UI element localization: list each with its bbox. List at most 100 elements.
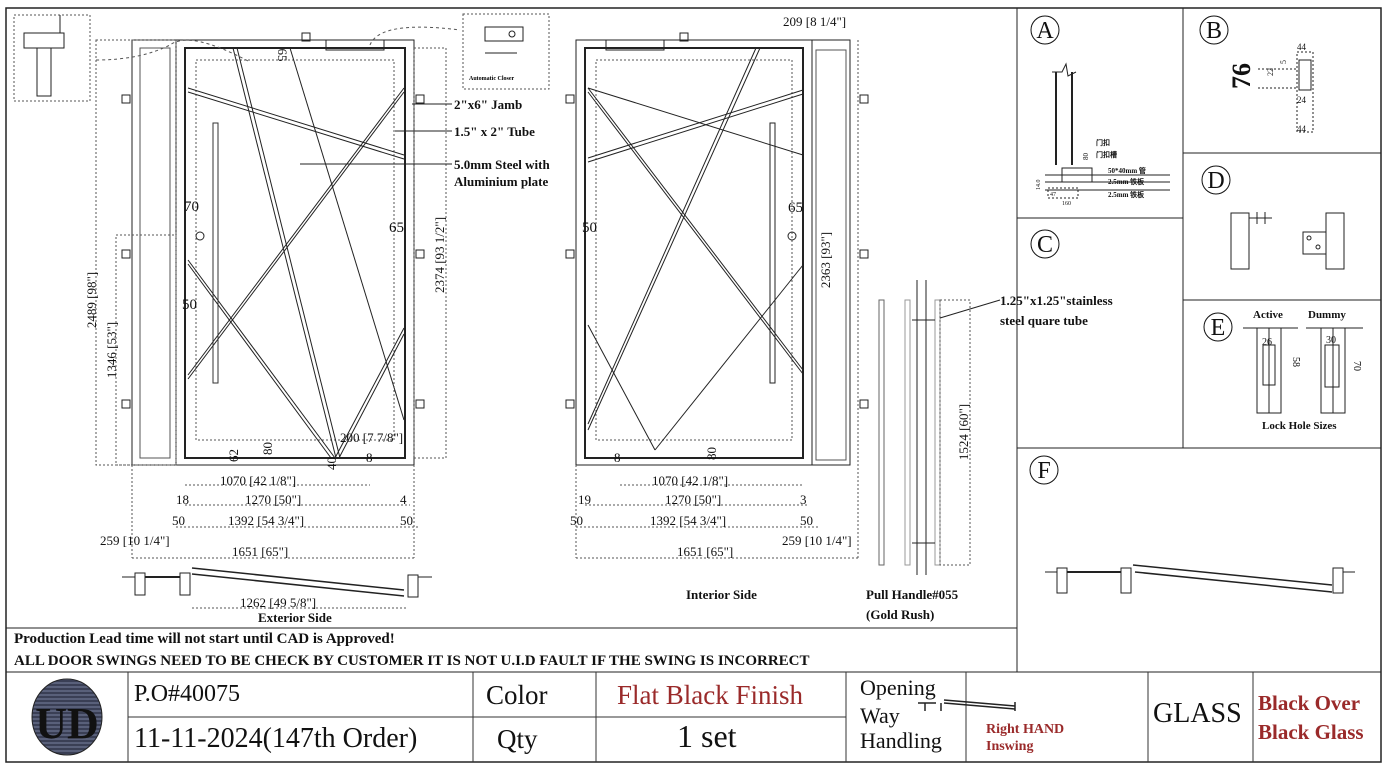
glass-label: GLASS — [1153, 698, 1242, 729]
dim-50-int: 50 — [582, 220, 597, 236]
active-label: Active — [1253, 309, 1283, 321]
detail-d-drawing — [1230, 212, 1345, 270]
color-label: Color — [486, 680, 548, 710]
dim-80-ext: 80 — [260, 442, 275, 455]
title-block-grid — [127, 672, 1254, 762]
pull-handle-finish: (Gold Rush) — [866, 607, 934, 622]
po-number: P.O#40075 — [134, 681, 241, 707]
dim-50b-ext-left: 50 — [172, 513, 185, 528]
color-value: Flat Black Finish — [617, 680, 804, 710]
dim-3: 3 — [800, 492, 807, 507]
note-door-swing: ALL DOOR SWINGS NEED TO BE CHECK BY CUST… — [14, 653, 810, 669]
dim-sidelite-int: 259 [10 1/4"] — [782, 533, 852, 548]
ext-door-frame — [175, 39, 415, 466]
handing-swing-icon — [918, 699, 1016, 711]
qty-value: 1 set — [677, 718, 737, 754]
opening-label-3: Handling — [860, 728, 942, 753]
dim-1070-int: 1070 [42 1/8"] — [652, 473, 728, 488]
exterior-view-label: Exterior Side — [258, 610, 332, 625]
steel-annotation-1: 5.0mm Steel with — [454, 157, 550, 172]
opening-label-2: Way — [860, 703, 900, 728]
dim-4: 4 — [400, 492, 407, 507]
interior-view-label: Interior Side — [686, 587, 757, 602]
exterior-elevation — [13, 13, 550, 609]
dim-dummy-height: 70 — [1351, 361, 1362, 371]
dim-62: 62 — [226, 449, 241, 462]
detail-a-note-5: 2.5mm 铁板 — [1108, 190, 1145, 199]
detail-a-dim-160: 160 — [1062, 201, 1071, 207]
dim-1392-ext: 1392 [54 3/4"] — [228, 513, 304, 528]
dim-19: 19 — [578, 492, 591, 507]
detail-marker-e: E — [1211, 315, 1226, 341]
dim-50-ext: 50 — [182, 297, 197, 313]
dim-handle-height: 1346 [53"] — [104, 322, 119, 378]
glass-value-2: Black Glass — [1258, 720, 1364, 744]
dim-80-int: 80 — [704, 447, 719, 460]
detail-marker-a: A — [1036, 18, 1054, 44]
dim-sidelite-ext: 259 [10 1/4"] — [100, 533, 170, 548]
dim-door-height-int: 2363 [93"] — [818, 232, 833, 288]
dim-active-width: 26 — [1262, 337, 1272, 348]
dim-1070-ext: 1070 [42 1/8"] — [220, 473, 296, 488]
dim-50b-int-right: 50 — [800, 513, 813, 528]
closer-label: Automatic Closer — [469, 76, 514, 82]
dim-dummy-width: 30 — [1326, 335, 1336, 346]
tube-spec-1: 1.25"x1.25"stainless — [1000, 293, 1113, 308]
tube-annotation: 1.5" x 2" Tube — [454, 124, 535, 139]
company-logo: UD — [31, 678, 103, 756]
dim-1651-int: 1651 [65"] — [677, 544, 733, 559]
dim-40: 40 — [324, 457, 339, 470]
logo-text: UD — [35, 699, 99, 748]
dim-b-76: 76 — [1227, 63, 1256, 89]
dim-b-44-top: 44 — [1297, 42, 1307, 52]
detail-marker-d: D — [1207, 168, 1224, 194]
detail-a-note-4: 2.5mm 铁板 — [1108, 177, 1145, 186]
detail-marker-b: B — [1206, 18, 1222, 44]
detail-f-drawing — [1045, 564, 1355, 594]
detail-marker-c: C — [1037, 232, 1053, 258]
dim-1651-ext: 1651 [65"] — [232, 544, 288, 559]
dim-200: 200 [7 7/8"] — [340, 430, 403, 445]
steel-annotation-2: Aluminium plate — [454, 174, 548, 189]
dim-1392-int: 1392 [54 3/4"] — [650, 513, 726, 528]
dim-top-65: 65 — [275, 49, 290, 62]
detail-a-dim-14: 14.0 — [1036, 180, 1042, 191]
dummy-label: Dummy — [1308, 309, 1346, 321]
dim-b-5: 5 — [1279, 60, 1288, 64]
qty-label: Qty — [497, 724, 538, 754]
dim-b-44-bot: 44 — [1297, 124, 1307, 134]
dim-total-height: 2489 [98"] — [84, 272, 99, 328]
jamb-annotation: 2"x6" Jamb — [454, 97, 522, 112]
detail-a-dim-47: 47 — [1050, 192, 1056, 198]
dim-b-22: 22 — [1266, 68, 1275, 76]
opening-label-1: Opening — [860, 675, 936, 700]
pull-handle-label: Pull Handle#055 — [866, 587, 959, 602]
detail-a-note-2: 门扣槽 — [1096, 150, 1117, 159]
lock-hole-caption: Lock Hole Sizes — [1262, 420, 1337, 432]
detail-a-dim-80: 80 — [1082, 153, 1090, 161]
sheet-border — [5, 7, 1382, 763]
dim-8-int: 8 — [614, 450, 621, 465]
detail-a-note-1: 门扣 — [1096, 138, 1110, 147]
detail-a-drawing — [1045, 62, 1170, 199]
dim-door-height-ext: 2374 [93 1/2"] — [432, 217, 447, 293]
dim-8-ext: 8 — [366, 450, 373, 465]
detail-marker-f: F — [1037, 458, 1050, 484]
glass-value-1: Black Over — [1258, 691, 1361, 715]
dim-65-int: 65 — [788, 200, 803, 216]
dim-50b-ext-right: 50 — [400, 513, 413, 528]
dim-70: 70 — [184, 199, 199, 215]
handing-value-2: Inswing — [986, 739, 1034, 754]
dim-handle-length: 1524 [60"] — [956, 404, 971, 460]
dim-65-ext: 65 — [389, 220, 404, 236]
dim-1262: 1262 [49 5/8"] — [240, 595, 316, 610]
detail-a-note-3: 50*40mm 管 — [1108, 166, 1146, 175]
note-lead-time: Production Lead time will not start unti… — [14, 631, 395, 647]
int-sidelite — [811, 39, 851, 466]
detail-b-drawing — [1258, 51, 1314, 133]
dim-1270-int: 1270 [50"] — [665, 492, 721, 507]
detail-e-drawing — [1243, 327, 1363, 414]
interior-elevation — [565, 32, 1001, 575]
